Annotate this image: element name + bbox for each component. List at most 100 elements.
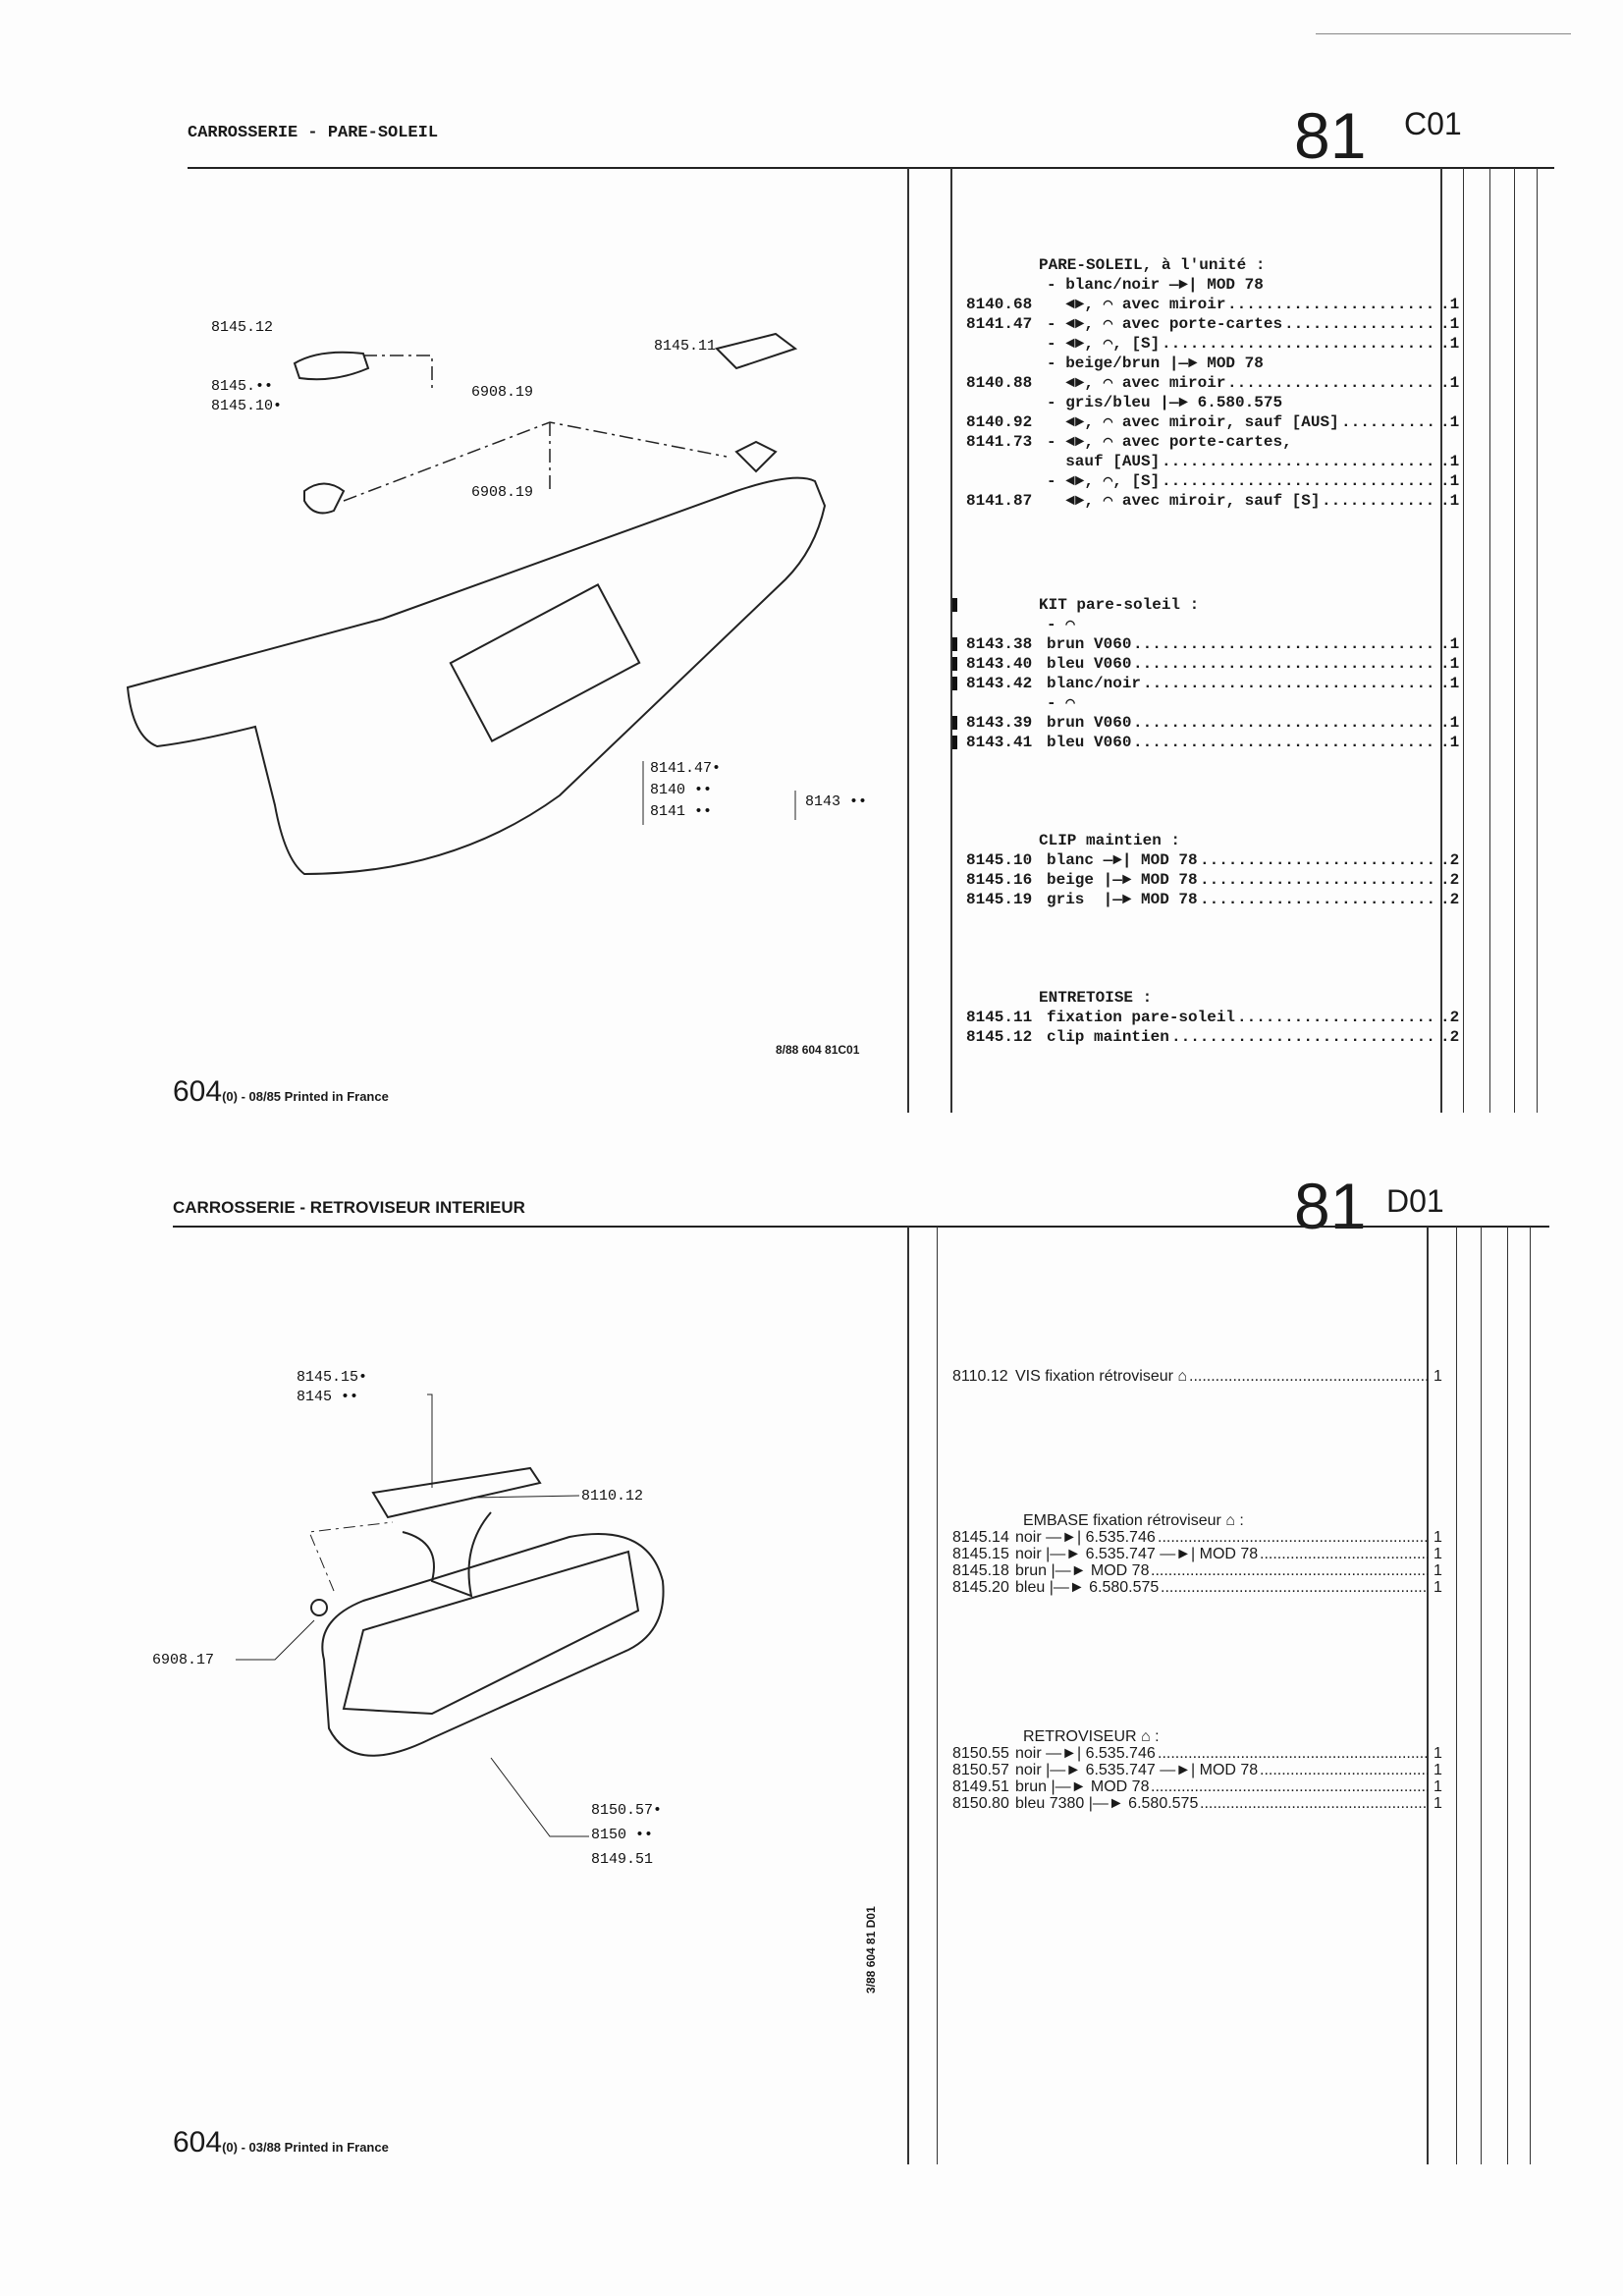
part-row: - gris/bleu |—► 6.580.575 [966, 393, 1467, 412]
part-number: 8145.12 [966, 1028, 1033, 1046]
part-number: 8149.51 [952, 1778, 1009, 1795]
part-number: 8110.12 [952, 1368, 1008, 1385]
group-heading: ENTRETOISE : [1039, 989, 1153, 1007]
group-heading: RETROVISEUR ⌂ : [1023, 1728, 1160, 1745]
part-description: blanc —►| MOD 78 [1047, 851, 1198, 869]
part-description: bleu 7380 |—► 6.580.575 [1015, 1795, 1199, 1812]
quantity: 1 [1434, 1745, 1442, 1762]
part-number: 8143.41 [966, 734, 1033, 751]
dot-leader: ........................................… [1341, 413, 1434, 431]
quantity: .2 [1440, 851, 1460, 869]
section-code: C01 [1404, 106, 1462, 141]
part-description: fixation pare-soleil [1047, 1009, 1236, 1026]
quantity: .1 [1440, 315, 1460, 333]
part-number: 8145.11 [966, 1009, 1033, 1026]
part-description: VIS fixation rétroviseur ⌂ [1015, 1368, 1188, 1385]
part-row: 8150.55 noir —►| 6.535.746 1..............… [952, 1745, 1442, 1762]
callout-label: 8140 •• [650, 782, 712, 798]
callout-label: 8110.12 [581, 1488, 643, 1504]
mirror-base-shape [371, 1466, 542, 1519]
part-number: 8145.10 [966, 851, 1033, 869]
part-row: - ⌒ [966, 615, 1467, 634]
column-line [1514, 168, 1515, 1113]
part-description: clip maintien [1047, 1028, 1169, 1046]
callout-label: 8145.12 [211, 319, 273, 336]
dot-leader: ........................................… [1162, 453, 1434, 470]
part-description: sauf [AUS] [1047, 453, 1161, 470]
column-line [1440, 168, 1442, 1113]
part-number: 8140.88 [966, 374, 1033, 392]
quantity: .2 [1440, 891, 1460, 908]
part-row: 8145.10 blanc —►| MOD 78 .2...............… [966, 850, 1467, 870]
part-description: - blanc/noir —►| MOD 78 [1047, 276, 1264, 294]
header-rule [188, 167, 1554, 169]
callout-label: 8145.11 [654, 338, 716, 355]
dot-leader: ........................................… [1158, 1529, 1428, 1546]
part-number: 8140.92 [966, 413, 1033, 431]
quantity: 1 [1434, 1562, 1442, 1579]
part-description: - ⌒ [1047, 616, 1075, 633]
parts-list: 8110.12 VIS fixation rétroviseur ⌂ 1......… [952, 1368, 1442, 1812]
footer: 604(0) - 08/85 Printed in France [173, 1075, 389, 1109]
sun-visor-diagram: 8145.12 8145.•• 8145.10• 6908.19 8145.11… [126, 319, 867, 876]
dot-leader: ........................................… [1158, 1745, 1428, 1762]
dot-leader: ........................................… [1322, 492, 1434, 510]
footer-text: (0) - 03/88 Printed in France [222, 2140, 389, 2155]
part-description: noir —►| 6.535.746 [1015, 1745, 1156, 1762]
dot-leader: ........................................… [1260, 1546, 1428, 1562]
dot-leader: ........................................… [1200, 891, 1434, 908]
callout-label: 6908.19 [471, 384, 533, 401]
quantity: .1 [1440, 492, 1460, 510]
part-description: bleu V060 [1047, 734, 1132, 751]
dot-leader: ........................................… [1171, 1028, 1434, 1046]
part-number: 8150.55 [952, 1745, 1009, 1762]
part-row: 8141.87 ◄►, ⌒ avec miroir, sauf [S].1...… [966, 491, 1467, 511]
dot-leader: ........................................… [1162, 472, 1434, 490]
column-line [1537, 168, 1538, 1113]
dot-leader: ........................................… [1200, 851, 1434, 869]
column-line [907, 168, 909, 1113]
quantity: .1 [1440, 675, 1460, 692]
group-heading: PARE-SOLEIL, à l'unité : [1039, 256, 1266, 274]
dot-leader: ........................................… [1189, 1368, 1428, 1385]
quantity: .1 [1440, 413, 1460, 431]
part-row: 8141.73- ◄►, ⌒ avec porte-cartes, [966, 432, 1467, 452]
mirror-shape [321, 1533, 665, 1757]
part-row: 8140.88 ◄►, ⌒ avec miroir.1.............… [966, 373, 1467, 393]
dot-leader: ........................................… [1133, 655, 1434, 673]
part-number: 8140.68 [966, 296, 1033, 313]
quantity: 1 [1434, 1778, 1442, 1795]
part-row: - blanc/noir —►| MOD 78 [966, 275, 1467, 295]
marker-icon [952, 637, 957, 651]
callout-label: 8150.57• [591, 1802, 662, 1819]
part-number: 8150.57 [952, 1762, 1009, 1778]
part-row: 8141.47- ◄►, ⌒ avec porte-cartes.1......… [966, 314, 1467, 334]
callout-label: 8145.15• [297, 1369, 367, 1386]
column-line [1489, 168, 1490, 1113]
dot-leader: ........................................… [1284, 315, 1434, 333]
part-description: blanc/noir [1047, 675, 1142, 692]
part-number: 8143.40 [966, 655, 1033, 673]
part-description: brun |—► MOD 78 [1015, 1778, 1150, 1795]
part-number: 8145.16 [966, 871, 1033, 889]
dot-leader: ........................................… [1260, 1762, 1428, 1778]
quantity: .1 [1440, 374, 1460, 392]
part-row: 8140.68 ◄►, ⌒ avec miroir.1.............… [966, 295, 1467, 314]
part-number: 8141.47 [966, 315, 1033, 333]
part-description: ◄►, ⌒ avec miroir [1047, 296, 1226, 313]
marker-icon [952, 716, 957, 730]
part-number: 8141.73 [966, 433, 1033, 451]
part-description: - ⌒ [1047, 694, 1075, 712]
part-number: 8145.20 [952, 1579, 1009, 1596]
parts-list: PARE-SOLEIL, à l'unité : - blanc/noir —►|… [952, 255, 1467, 1047]
column-line [1427, 1227, 1429, 2164]
dot-leader: ........................................… [1143, 675, 1434, 692]
